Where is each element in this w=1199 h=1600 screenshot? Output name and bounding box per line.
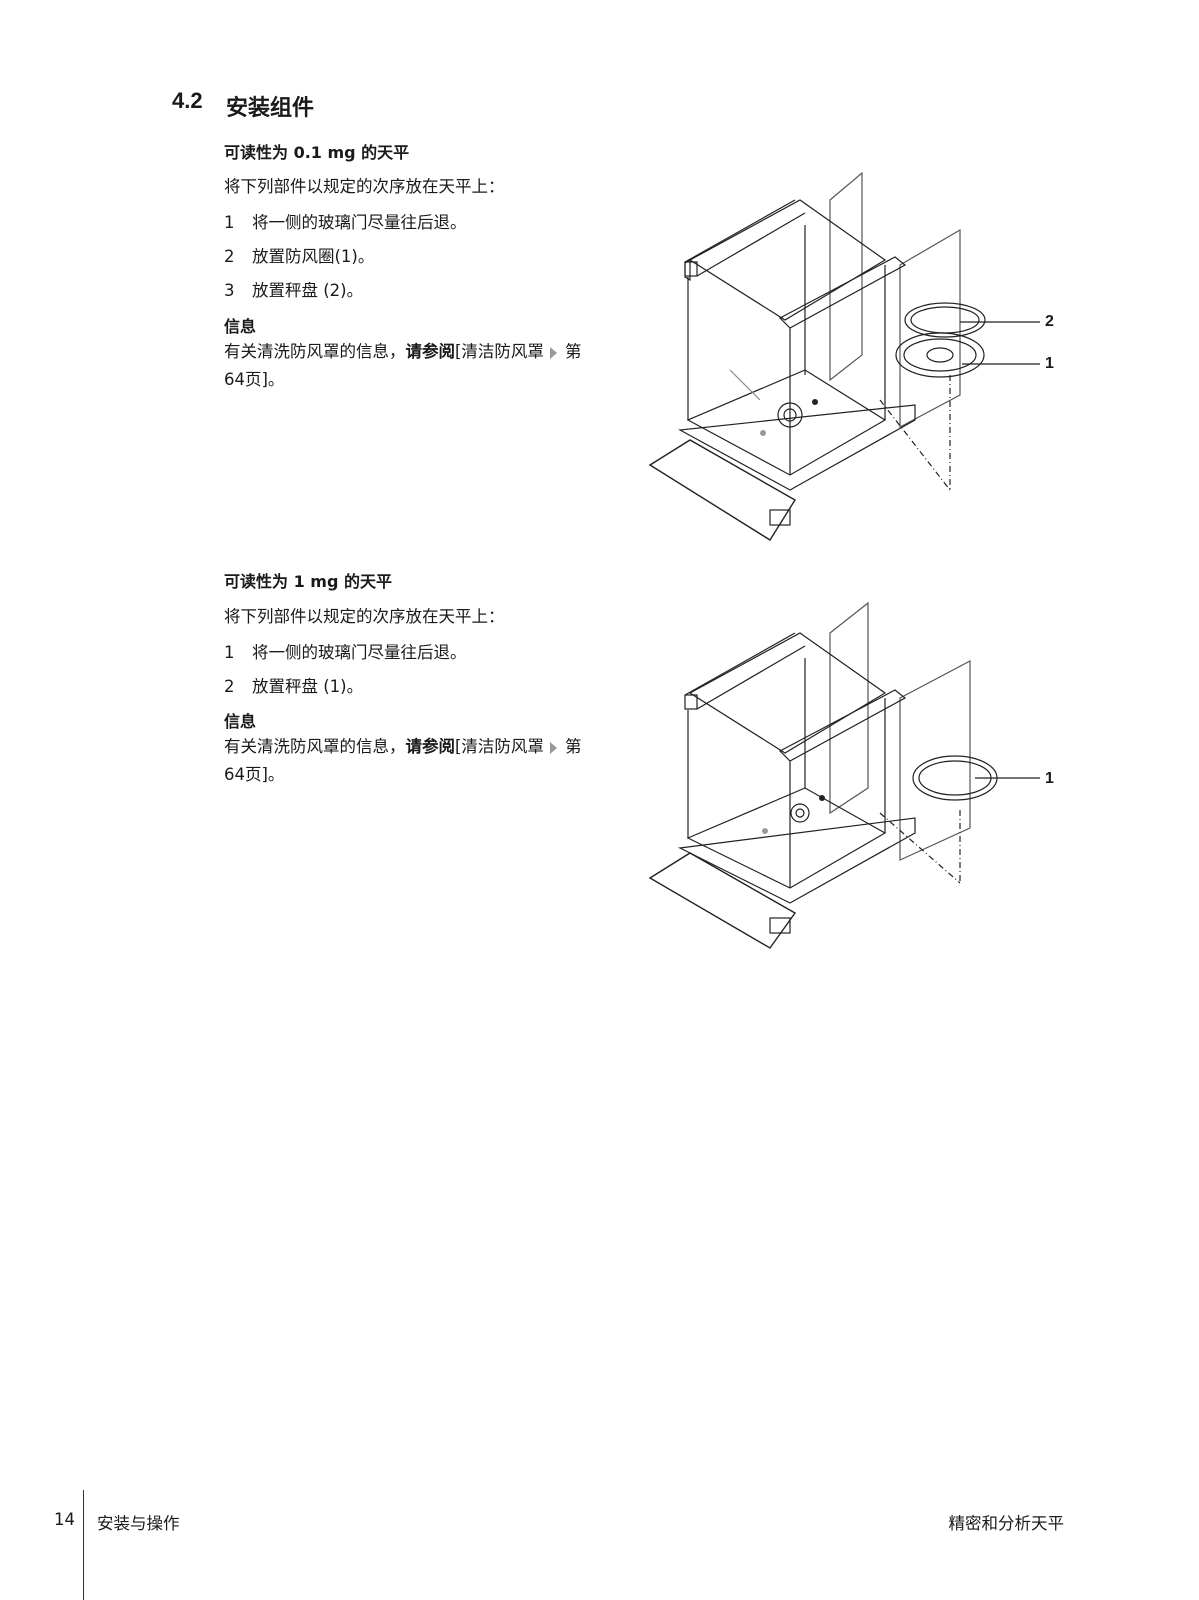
info-see: 请参阅 xyxy=(405,737,456,756)
block1-step: 2 放置防风圈(1)。 xyxy=(224,243,374,267)
callout-label: 2 xyxy=(1045,313,1054,330)
block2-step: 1 将一侧的玻璃门尽量往后退。 xyxy=(224,639,467,663)
step-number: 2 xyxy=(224,247,235,266)
footer-chapter: 安装与操作 xyxy=(97,1514,180,1533)
info-text: 有关清洗防风罩的信息， xyxy=(224,737,406,756)
balance-illustration-2 xyxy=(648,601,1040,949)
block2-step: 2 放置秤盘 (1)。 xyxy=(224,673,363,697)
section-number: 4.2 xyxy=(172,88,203,113)
block2-info-heading: 信息 xyxy=(224,712,257,731)
step-text: 将一侧的玻璃门尽量往后退。 xyxy=(252,213,467,232)
info-see: 请参阅 xyxy=(405,342,456,361)
step-text: 放置秤盘 (2)。 xyxy=(252,281,364,300)
step-number: 3 xyxy=(224,281,235,300)
info-text: 有关清洗防风罩的信息， xyxy=(224,342,406,361)
step-text: 放置秤盘 (1)。 xyxy=(252,677,364,696)
info-link[interactable]: [清洁防风罩 xyxy=(455,342,544,361)
callout-label: 1 xyxy=(1045,770,1054,787)
block2-intro: 将下列部件以规定的次序放在天平上： xyxy=(224,607,505,626)
step-text: 将一侧的玻璃门尽量往后退。 xyxy=(252,643,467,662)
info-page-ref[interactable]: 第64页]。 xyxy=(224,737,582,784)
block1-intro: 将下列部件以规定的次序放在天平上： xyxy=(224,177,505,196)
block1-step: 1 将一侧的玻璃门尽量往后退。 xyxy=(224,209,467,233)
callout-label: 1 xyxy=(1045,355,1054,372)
footer-product: 精密和分析天平 xyxy=(948,1514,1065,1533)
arrow-right-icon xyxy=(549,741,557,754)
section-title: 安装组件 xyxy=(226,96,315,121)
step-text: 放置防风圈(1)。 xyxy=(252,247,375,266)
info-link[interactable]: [清洁防风罩 xyxy=(455,737,544,756)
block1-info: 有关清洗防风罩的信息，请参阅[清洁防风罩第64页]。 xyxy=(224,338,594,394)
block1-step: 3 放置秤盘 (2)。 xyxy=(224,277,363,301)
step-number: 1 xyxy=(224,643,235,662)
step-number: 1 xyxy=(224,213,235,232)
footer-divider xyxy=(83,1490,84,1600)
info-page-ref[interactable]: 第64页]。 xyxy=(224,342,582,389)
balance-illustration-1 xyxy=(648,171,1040,541)
step-number: 2 xyxy=(224,677,235,696)
block2-heading: 可读性为 1 mg 的天平 xyxy=(224,572,392,591)
block2-info: 有关清洗防风罩的信息，请参阅[清洁防风罩第64页]。 xyxy=(224,733,594,789)
block1-heading: 可读性为 0.1 mg 的天平 xyxy=(224,143,410,162)
footer-page-number: 14 xyxy=(54,1510,75,1529)
arrow-right-icon xyxy=(549,346,557,359)
block1-info-heading: 信息 xyxy=(224,317,257,336)
